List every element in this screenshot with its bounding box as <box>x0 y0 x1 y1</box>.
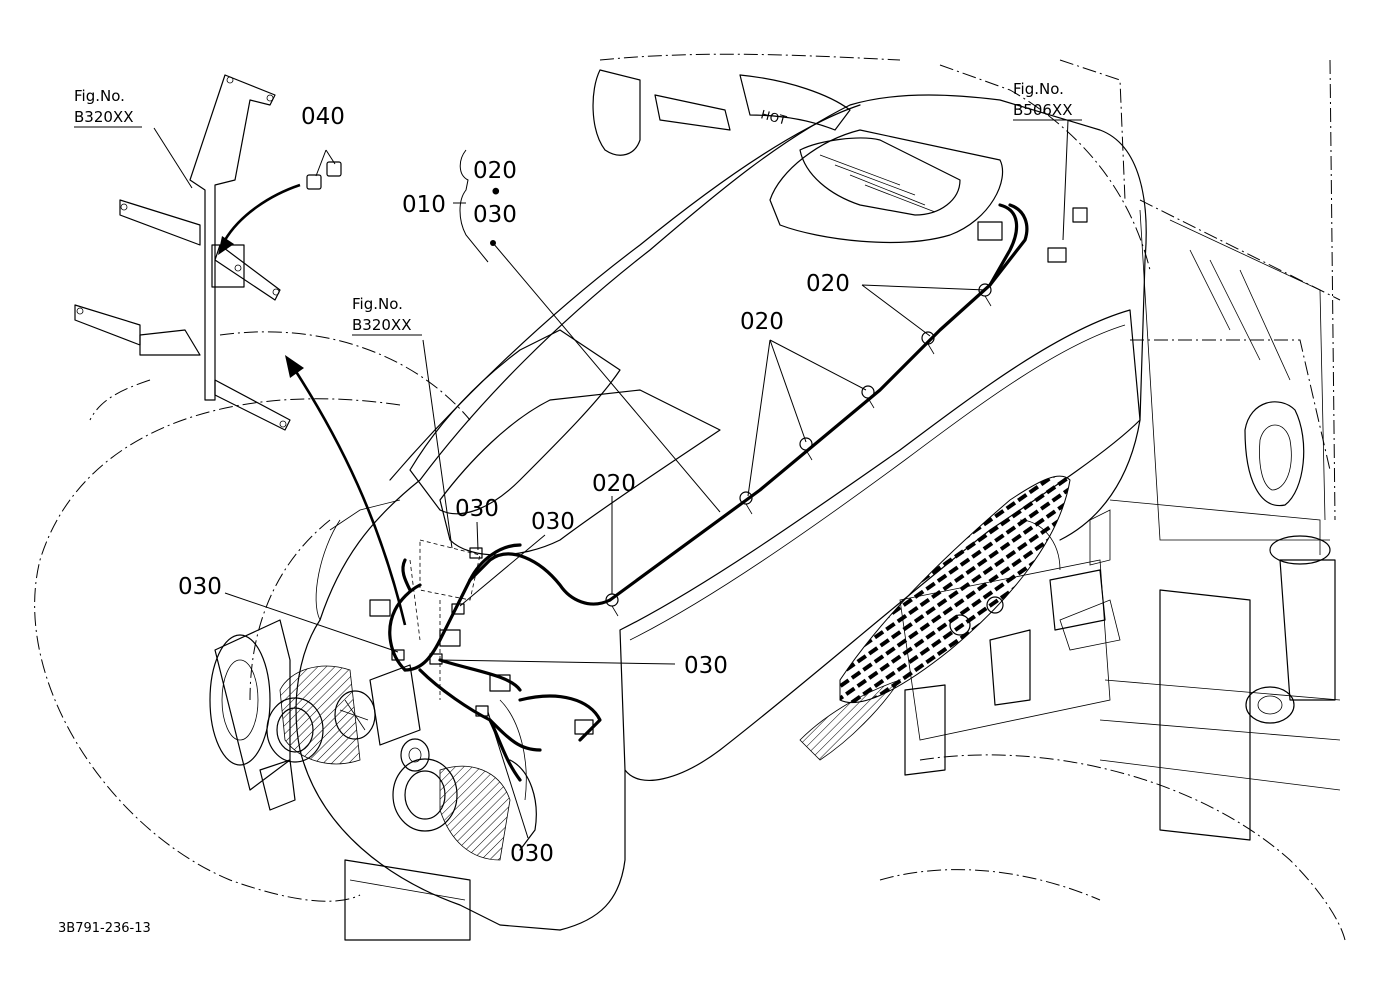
callout-030-b: 030 <box>531 509 575 535</box>
fig-ref-number: B320XX <box>74 108 133 126</box>
wiring-harness <box>369 203 1088 782</box>
hot-decal-text: HOT <box>759 107 788 127</box>
clamp-020 <box>861 385 875 409</box>
callout-020-c: 020 <box>592 471 636 497</box>
clamp-020 <box>921 331 935 355</box>
cab-structure <box>1099 209 1341 841</box>
clamp-030 <box>391 649 405 661</box>
callout-030-e: 030 <box>510 841 554 867</box>
callout-020-group: 020 <box>473 158 517 184</box>
mounting-bracket <box>74 74 291 431</box>
clamp-020 <box>799 437 813 461</box>
leader-lines <box>153 119 1069 839</box>
exhaust-stack: HOT <box>592 69 851 156</box>
clamp-030 <box>429 653 443 665</box>
fig-ref-number: B320XX <box>352 316 411 334</box>
callout-020-b: 020 <box>740 309 784 335</box>
clamp-030 <box>475 705 489 717</box>
background-outlines <box>34 53 1346 941</box>
callout-020-a: 020 <box>806 271 850 297</box>
callout-040: 040 <box>301 104 345 130</box>
figure-references: Fig.No. B320XX Fig.No. B320XX Fig.No. B5… <box>74 80 1082 336</box>
clamp-030 <box>451 603 465 615</box>
harness-clamps <box>391 283 992 717</box>
clamp-030 <box>469 547 483 559</box>
relocation-arrows <box>218 183 407 626</box>
callout-010: 010 <box>402 192 446 218</box>
fig-ref-label: Fig.No. <box>352 295 403 313</box>
callouts: 010 020 • 030 020 020 020 030 030 030 03… <box>178 104 850 867</box>
fig-ref-number: B506XX <box>1013 101 1072 119</box>
clamp-020 <box>739 491 753 515</box>
front-assembly <box>209 619 537 941</box>
engine-compartment <box>899 509 1121 776</box>
drawing-code: 3B791-236-13 <box>58 921 151 936</box>
callout-030-d: 030 <box>684 653 728 679</box>
callout-030-group: 030 <box>473 202 517 228</box>
fig-ref-label: Fig.No. <box>1013 80 1064 98</box>
callout-030-c: 030 <box>178 574 222 600</box>
fig-ref-label: Fig.No. <box>74 87 125 105</box>
hood-body <box>295 94 1147 931</box>
callout-030-a: 030 <box>455 496 499 522</box>
part-040-clips <box>306 161 342 190</box>
bullet-separator: • <box>489 180 503 206</box>
